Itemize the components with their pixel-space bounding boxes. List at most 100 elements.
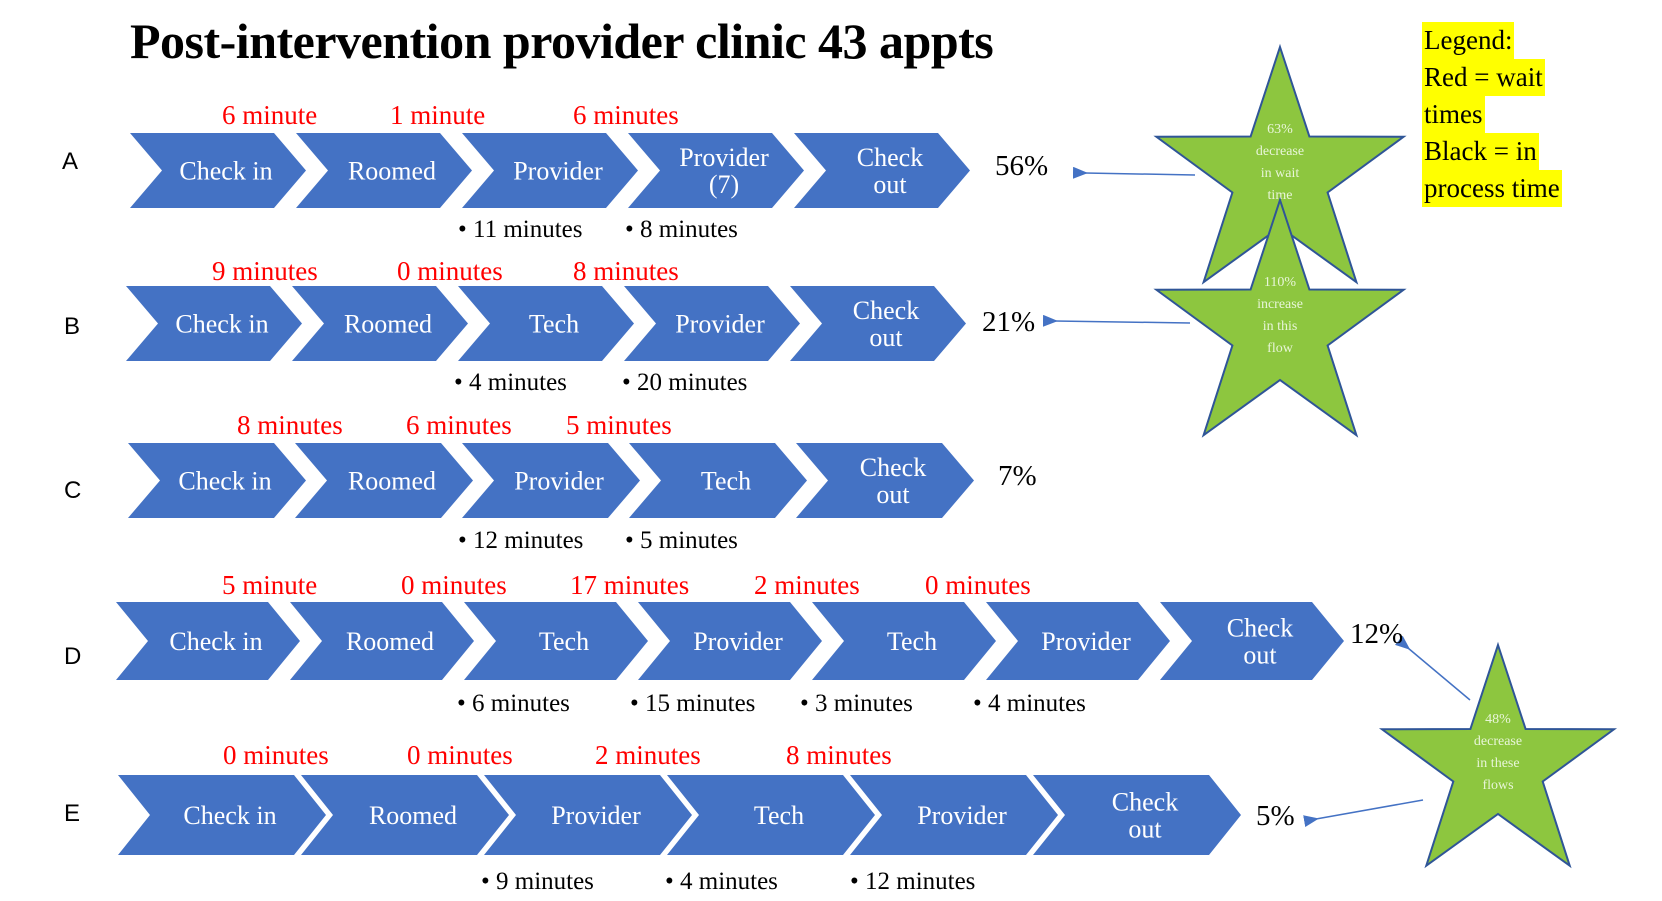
process-step-tech: Tech (464, 602, 648, 680)
step-label: Provider (513, 157, 603, 186)
chevron-shape (624, 286, 800, 361)
wait-time: 5 minute (222, 570, 318, 600)
chevron-shape (290, 602, 474, 680)
process-time: • 5 minutes (625, 527, 738, 554)
step-label: Tech (754, 801, 804, 830)
step-label: Roomed (348, 157, 436, 186)
process-step-provider: Provider (484, 775, 692, 855)
chevron-shape (812, 602, 996, 680)
step-label: Provider (917, 801, 1007, 830)
chevron-shape (118, 775, 326, 855)
callout-arrow (1072, 166, 1196, 179)
chevron-shape (986, 602, 1170, 680)
chevron-shape (126, 286, 302, 361)
row-label-d: D (64, 643, 82, 670)
process-time: • 12 minutes (850, 868, 976, 895)
wait-time: 17 minutes (570, 570, 690, 600)
step-label: Provider (551, 801, 641, 830)
process-step-roomed: Roomed (295, 443, 473, 518)
flow-percentage-a: 56% (995, 150, 1049, 182)
callout-arrow (1303, 799, 1424, 828)
chevron-shape (850, 775, 1058, 855)
wait-time: 0 minutes (401, 570, 507, 600)
chevron-shape (790, 286, 966, 361)
wait-time: 0 minutes (397, 256, 503, 286)
legend-black-line-2: process time (1422, 170, 1562, 207)
chevron-shape (794, 133, 970, 208)
chevron-shape (464, 602, 648, 680)
wait-time: 6 minutes (406, 410, 512, 440)
step-label: Roomed (344, 310, 432, 339)
legend-heading: Legend: (1422, 22, 1515, 59)
wait-time: 2 minutes (754, 570, 860, 600)
row-label-b: B (64, 313, 81, 340)
star-icon (1153, 196, 1407, 438)
chevron-shape (462, 443, 640, 518)
chevron-shape (629, 443, 807, 518)
legend-red-line-2: times (1422, 96, 1485, 133)
process-time: • 9 minutes (481, 868, 594, 895)
legend: Legend: Red = wait times Black = in proc… (1422, 22, 1562, 207)
wait-time: 6 minute (222, 100, 318, 130)
process-step-roomed: Roomed (296, 133, 472, 208)
step-label: Roomed (348, 467, 436, 496)
process-step-check-in: Check in (116, 602, 300, 680)
row-label-a: A (62, 148, 79, 175)
wait-time: 8 minutes (786, 740, 892, 770)
wait-time: 0 minutes (925, 570, 1031, 600)
chevron-shape (796, 443, 974, 518)
process-step-provider: Provider (986, 602, 1170, 680)
chevron-shape (1160, 602, 1344, 680)
process-time: • 4 minutes (973, 690, 1086, 717)
step-label: Provider (514, 467, 604, 496)
step-label: Check in (178, 467, 271, 496)
step-label: Provider(7) (679, 143, 769, 199)
process-time: • 4 minutes (454, 369, 567, 396)
page-title: Post-intervention provider clinic 43 app… (130, 13, 994, 69)
step-label: Check in (179, 157, 272, 186)
process-step-provider: Provider (638, 602, 822, 680)
process-time: • 11 minutes (458, 216, 583, 243)
step-label: Roomed (369, 801, 457, 830)
step-label: Tech (887, 627, 937, 656)
process-step-provider: Provider (462, 443, 640, 518)
process-step-roomed: Roomed (292, 286, 468, 361)
step-label: Check in (175, 310, 268, 339)
chevron-shape (667, 775, 875, 855)
wait-time: 0 minutes (223, 740, 329, 770)
step-label: Provider (693, 627, 783, 656)
process-time: • 3 minutes (800, 690, 913, 717)
process-step-tech: Tech (667, 775, 875, 855)
step-label: Roomed (346, 627, 434, 656)
chevron-shape (458, 286, 634, 361)
wait-time: 1 minute (390, 100, 486, 130)
process-step-tech: Tech (812, 602, 996, 680)
chevron-shape (484, 775, 692, 855)
process-step-roomed: Roomed (301, 775, 509, 855)
process-time: • 20 minutes (622, 369, 748, 396)
process-step-check-in: Check in (126, 286, 302, 361)
row-label-c: C (64, 477, 82, 504)
process-step-provider: Provider (462, 133, 638, 208)
process-step-check-in: Check in (118, 775, 326, 855)
chevron-shape (128, 443, 306, 518)
process-step-provider: Provider (624, 286, 800, 361)
callout-arrow (1042, 314, 1191, 327)
process-step-check-in: Check in (128, 443, 306, 518)
process-time: • 6 minutes (457, 690, 570, 717)
flow-percentage-e: 5% (1256, 800, 1295, 832)
